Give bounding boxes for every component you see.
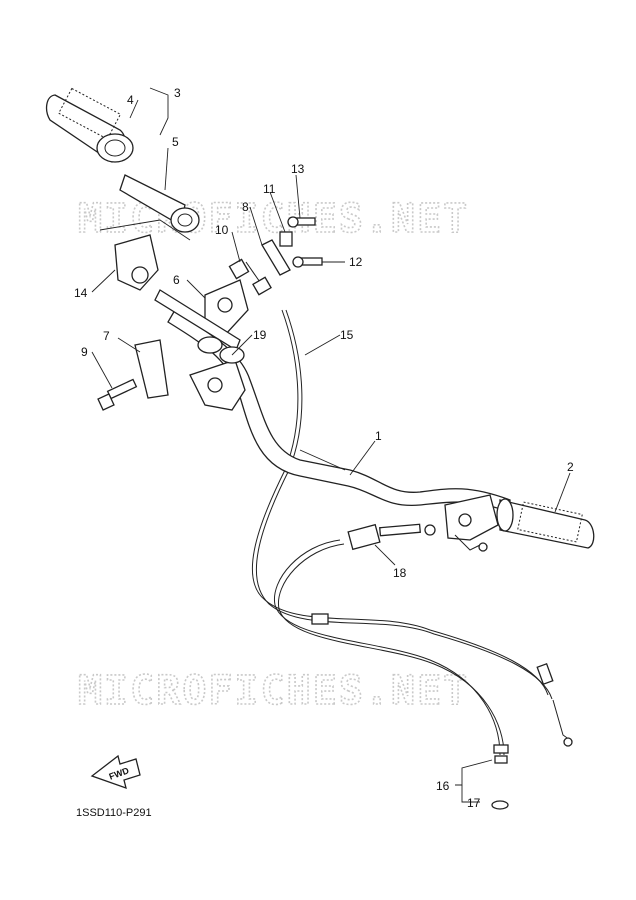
callout-17: 17	[467, 796, 481, 810]
callout-10: 10	[215, 223, 229, 237]
leader-lines	[91, 87, 571, 803]
collar-11	[279, 231, 293, 247]
spring-10	[228, 258, 272, 296]
callout-2: 2	[567, 460, 574, 474]
cable-holder-8	[261, 239, 291, 276]
callout-19: 19	[253, 328, 267, 342]
callout-4: 4	[127, 93, 134, 107]
watermark-bottom: MICROFICHES.NET	[78, 668, 469, 714]
callout-13: 13	[291, 162, 305, 176]
right-grip-2	[496, 498, 595, 549]
bolt-9	[97, 378, 138, 411]
o-ring-17	[491, 800, 509, 810]
callout-6: 6	[173, 273, 180, 287]
callout-1: 1	[375, 429, 382, 443]
cable-adjuster-16	[493, 744, 509, 754]
callout-12: 12	[349, 255, 363, 269]
throttle-tube-5	[119, 174, 200, 233]
callout-15: 15	[340, 328, 354, 342]
left-grip-4	[45, 87, 134, 163]
bracket-14	[99, 219, 191, 291]
callout-3: 3	[174, 86, 181, 100]
callout-18: 18	[393, 566, 407, 580]
diagram-code: 1SSD110-P291	[76, 807, 152, 819]
callout-labels: 1 2 3 4 5 6 7 8 9 10 11 12 13 14 15 16 1…	[74, 86, 574, 810]
screw-13	[287, 216, 316, 228]
throttle-housing-6	[204, 279, 249, 336]
clamp-7	[134, 339, 169, 399]
cable-adjuster-18	[347, 523, 436, 551]
callout-8: 8	[242, 200, 249, 214]
callout-7: 7	[103, 329, 110, 343]
callout-9: 9	[81, 345, 88, 359]
callout-14: 14	[74, 286, 88, 300]
fwd-arrow-icon: FWD	[90, 754, 141, 790]
callout-5: 5	[172, 135, 179, 149]
callout-16: 16	[436, 779, 450, 793]
cable-end-fitting	[311, 613, 329, 625]
screw-12	[292, 256, 323, 268]
throttle-cable	[251, 309, 553, 700]
clutch-perch	[444, 494, 499, 552]
callout-11: 11	[263, 182, 276, 196]
clutch-cable	[273, 539, 573, 810]
throttle-clamp-19	[189, 359, 246, 411]
